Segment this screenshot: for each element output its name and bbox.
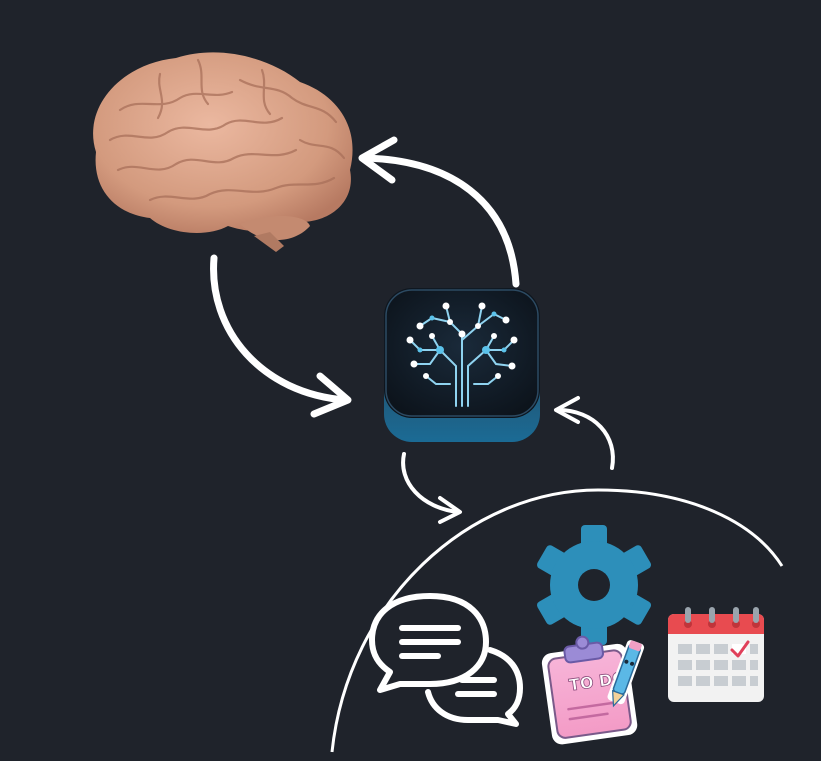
tools-dome	[330, 488, 784, 753]
chat-bubbles-icon	[369, 593, 523, 727]
ai-circuit-brain-icon	[384, 288, 540, 442]
arrow-brain-to-ai	[210, 254, 352, 418]
calendar-icon	[668, 607, 764, 702]
gear-icon	[537, 525, 651, 645]
arrow-ai-to-tools	[401, 452, 462, 524]
human-brain-icon	[93, 52, 353, 252]
arrow-ai-to-brain	[358, 136, 520, 288]
arrow-tools-to-ai	[554, 396, 615, 470]
todo-clipboard-icon: TO DO!	[541, 635, 645, 745]
